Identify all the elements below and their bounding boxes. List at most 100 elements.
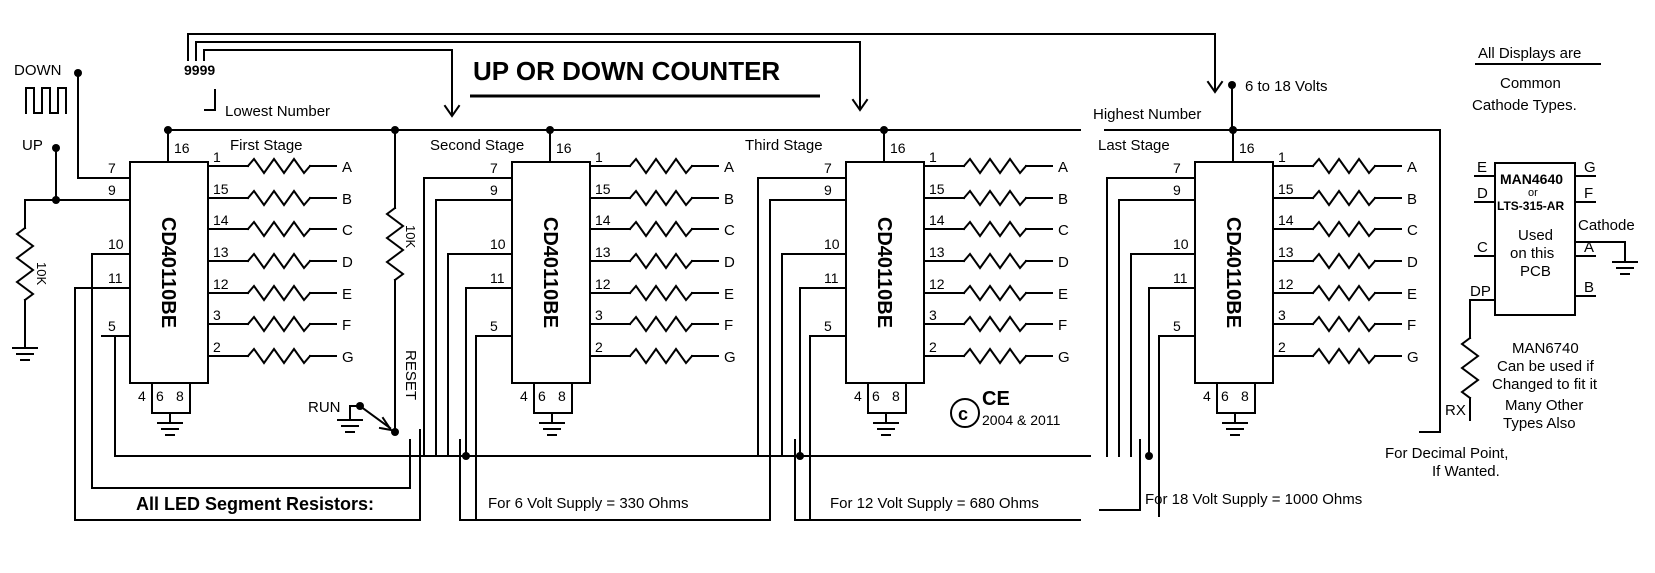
segment-resistor <box>962 315 1028 333</box>
rx-label: RX <box>1445 402 1466 419</box>
segment-label: B <box>1058 191 1068 208</box>
pin-label: 6 <box>1221 388 1229 404</box>
svg-text:Changed to fit it: Changed to fit it <box>1492 376 1598 393</box>
svg-text:Many Other: Many Other <box>1505 397 1583 414</box>
pin-label: 5 <box>108 318 116 334</box>
segment-label: D <box>342 254 353 271</box>
segment-label: D <box>1058 254 1069 271</box>
segment-label: A <box>342 159 352 176</box>
note-12v: For 12 Volt Supply = 680 Ohms <box>830 495 1039 512</box>
svg-text:MAN6740: MAN6740 <box>1512 340 1579 357</box>
segment-resistor <box>962 157 1028 175</box>
segment-label: F <box>1058 317 1067 334</box>
pin-label: 13 <box>929 244 945 260</box>
stage-name: Second Stage <box>430 137 524 154</box>
pin-label: 16 <box>1239 140 1255 156</box>
pin-label: 3 <box>1278 307 1286 323</box>
svg-text:Used: Used <box>1518 227 1553 244</box>
pin-label: 4 <box>520 388 528 404</box>
segment-resistor <box>1311 157 1377 175</box>
pin-label: 1 <box>1278 149 1286 165</box>
segment-resistor <box>628 347 694 365</box>
pin-label: 8 <box>176 388 184 404</box>
pin-label: 6 <box>872 388 880 404</box>
pin-label: 7 <box>1173 160 1181 176</box>
pin-label: 5 <box>1173 318 1181 334</box>
reset-label: RESET <box>402 350 419 400</box>
segment-label: A <box>1058 159 1068 176</box>
pin-label: 6 <box>538 388 546 404</box>
pin-label: 12 <box>213 276 229 292</box>
chip-body <box>129 161 209 384</box>
lowest-number-label: Lowest Number <box>225 103 330 120</box>
pin-label: 10 <box>490 236 506 252</box>
segment-resistor <box>246 157 312 175</box>
note-6v: For 6 Volt Supply = 330 Ohms <box>488 495 689 512</box>
segment-label: C <box>1058 222 1069 239</box>
reset-resistor-value: 10K <box>403 225 418 248</box>
segment-label: B <box>1407 191 1417 208</box>
pin-label: 10 <box>108 236 124 252</box>
segment-label: F <box>724 317 733 334</box>
pin-label: 7 <box>824 160 832 176</box>
pin-label: 6 <box>156 388 164 404</box>
pin-label: 2 <box>929 339 937 355</box>
display-block: All Displays are Common Cathode Types. M… <box>1472 45 1601 316</box>
svg-text:If Wanted.: If Wanted. <box>1432 463 1500 480</box>
display-pin-label: E <box>1477 159 1487 176</box>
pin-label: 3 <box>929 307 937 323</box>
segment-label: E <box>1407 286 1417 303</box>
display-pin-label: G <box>1584 159 1596 176</box>
feedback-wires <box>187 33 1224 118</box>
chip-name: CD40110BE <box>539 217 561 328</box>
chip-name: CD40110BE <box>157 217 179 328</box>
segment-resistor <box>962 220 1028 238</box>
segment-label: E <box>724 286 734 303</box>
segment-resistor <box>628 252 694 270</box>
display-pin-label: C <box>1477 239 1488 256</box>
pin-label: 11 <box>824 270 839 286</box>
pin-label: 13 <box>595 244 611 260</box>
svg-text:or: or <box>1528 187 1538 199</box>
svg-text:c: c <box>958 404 968 424</box>
segment-resistor <box>246 347 312 365</box>
pin-label: 2 <box>1278 339 1286 355</box>
schematic-title: UP OR DOWN COUNTER <box>473 56 780 86</box>
pin-label: 14 <box>213 212 229 228</box>
pin-label: 3 <box>213 307 221 323</box>
pin-label: 11 <box>108 270 123 286</box>
pin-label: 9 <box>490 182 498 198</box>
up-label: UP <box>22 137 43 154</box>
segment-resistor <box>246 189 312 207</box>
segment-label: G <box>724 349 736 366</box>
segment-resistor <box>628 189 694 207</box>
segment-resistor <box>1311 315 1377 333</box>
segment-label: C <box>724 222 735 239</box>
segment-resistor <box>628 284 694 302</box>
pin-label: 15 <box>213 181 229 197</box>
pin-label: 8 <box>1241 388 1249 404</box>
display-pin-label: A <box>1584 239 1594 256</box>
segment-resistor <box>962 189 1028 207</box>
pin-label: 14 <box>929 212 945 228</box>
segment-label: E <box>1058 286 1068 303</box>
segment-label: F <box>1407 317 1416 334</box>
run-label: RUN <box>308 399 341 416</box>
pin-label: 1 <box>929 149 937 165</box>
segment-resistor <box>628 315 694 333</box>
chip-body <box>511 161 591 384</box>
pin-label: 14 <box>595 212 611 228</box>
segment-label: B <box>342 191 352 208</box>
display-note-line2: Common <box>1500 75 1561 92</box>
down-label: DOWN <box>14 62 62 79</box>
copyright-year: 2004 & 2011 <box>982 412 1061 428</box>
segment-resistor <box>1311 347 1377 365</box>
pin-label: 8 <box>558 388 566 404</box>
segment-label: D <box>1407 254 1418 271</box>
ce-logo: CE <box>982 388 1010 410</box>
pin-label: 8 <box>892 388 900 404</box>
segment-label: E <box>342 286 352 303</box>
pulldown-value: 10K <box>34 262 49 285</box>
